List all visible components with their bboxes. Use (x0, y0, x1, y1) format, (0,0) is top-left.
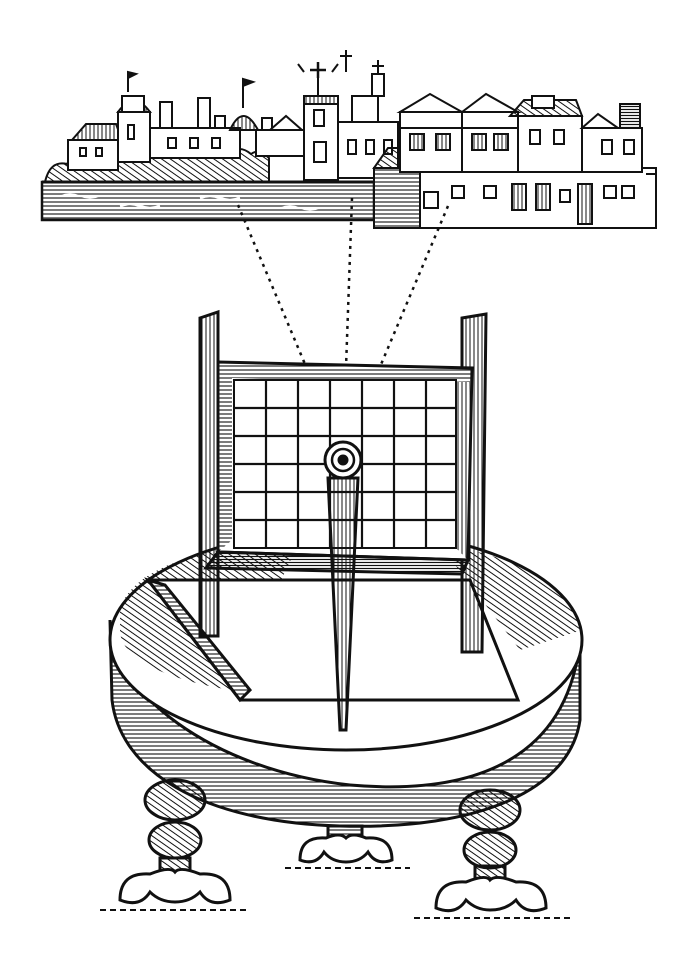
town-skyline (40, 50, 657, 229)
leg-left (100, 778, 250, 911)
foot-center (298, 833, 394, 864)
post-left (198, 309, 220, 638)
leg-center (285, 824, 410, 869)
sighting-pointer (323, 440, 363, 732)
table-legs (100, 778, 570, 919)
foot-left (118, 867, 232, 905)
leg-right (414, 788, 570, 919)
foot-right (434, 875, 548, 913)
left-houses (67, 70, 152, 171)
sight-lines (236, 197, 450, 453)
eyepiece-hole (337, 454, 349, 466)
river-bank (40, 180, 376, 222)
middle-buildings (149, 77, 307, 159)
right-houses (372, 92, 657, 229)
sight-line-center (341, 197, 354, 453)
drawing-frame (198, 309, 488, 654)
